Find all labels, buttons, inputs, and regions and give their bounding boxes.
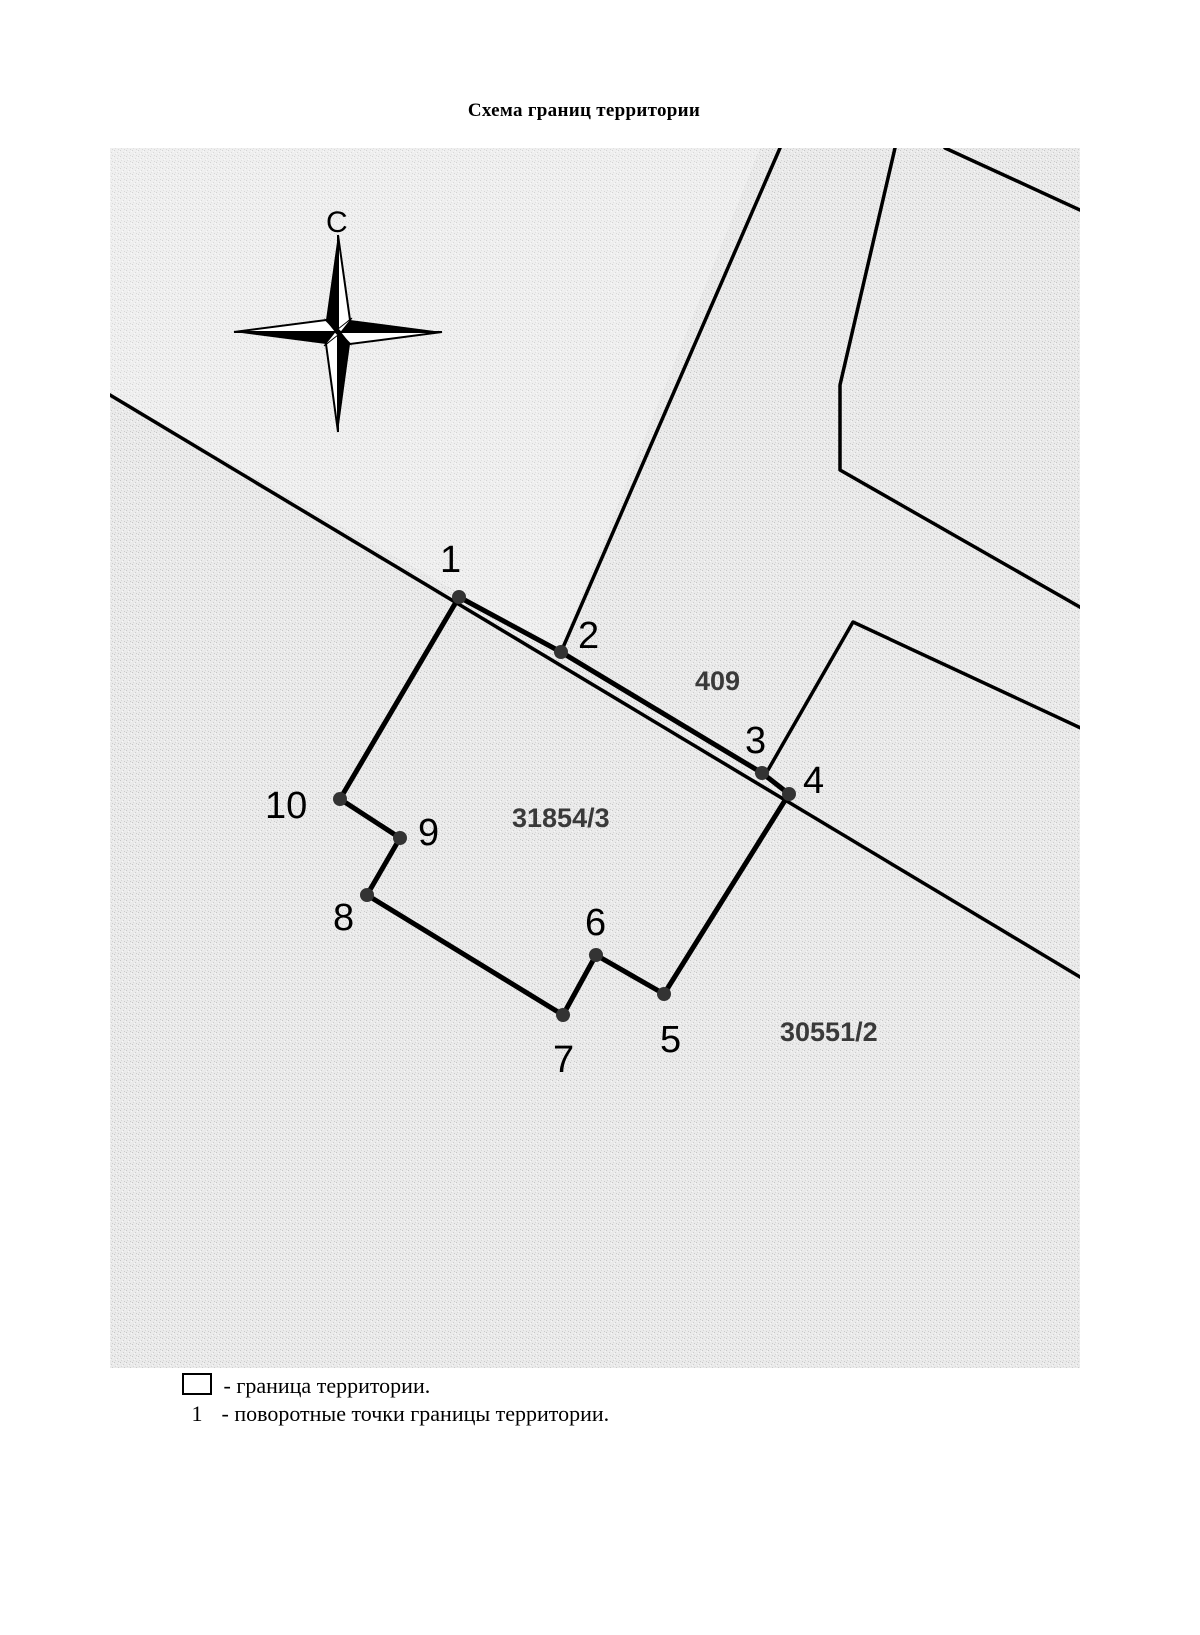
point-label-7: 7 <box>553 1039 574 1081</box>
parcel-label-31854-3: 31854/3 <box>512 803 610 833</box>
map-title: Схема границ территории <box>467 100 701 121</box>
point-label-5: 5 <box>660 1019 681 1061</box>
point-label-4: 4 <box>803 760 824 802</box>
legend-row-points: 1 - поворотные точки границы территории. <box>182 1400 610 1428</box>
point-label-3: 3 <box>745 720 766 762</box>
legend-boundary-text: - граница территории. <box>218 1373 431 1398</box>
map-background <box>110 148 1080 1368</box>
legend-row-boundary: - граница территории. <box>182 1372 430 1400</box>
parcel-label-409: 409 <box>695 666 740 696</box>
compass-north-label: С <box>326 206 348 239</box>
legend-points-text: - поворотные точки границы территории. <box>216 1401 610 1426</box>
boundary-vertices <box>333 590 796 1022</box>
point-label-10: 10 <box>265 785 307 827</box>
point-label-2: 2 <box>578 615 599 657</box>
point-label-6: 6 <box>585 902 606 944</box>
parcel-label-30551-2: 30551/2 <box>780 1017 878 1047</box>
boundary-box-icon <box>182 1373 212 1395</box>
light-area <box>110 148 760 650</box>
point-label-9: 9 <box>418 812 439 854</box>
point-label-1: 1 <box>440 539 461 581</box>
point-label-8: 8 <box>333 897 354 939</box>
compass-rose-icon: С <box>233 206 443 433</box>
boundary-point-labels: 1 2 3 4 5 6 7 8 9 10 <box>265 539 824 1081</box>
legend-point-number: 1 <box>191 1401 203 1426</box>
cadastral-lines <box>110 148 1080 980</box>
